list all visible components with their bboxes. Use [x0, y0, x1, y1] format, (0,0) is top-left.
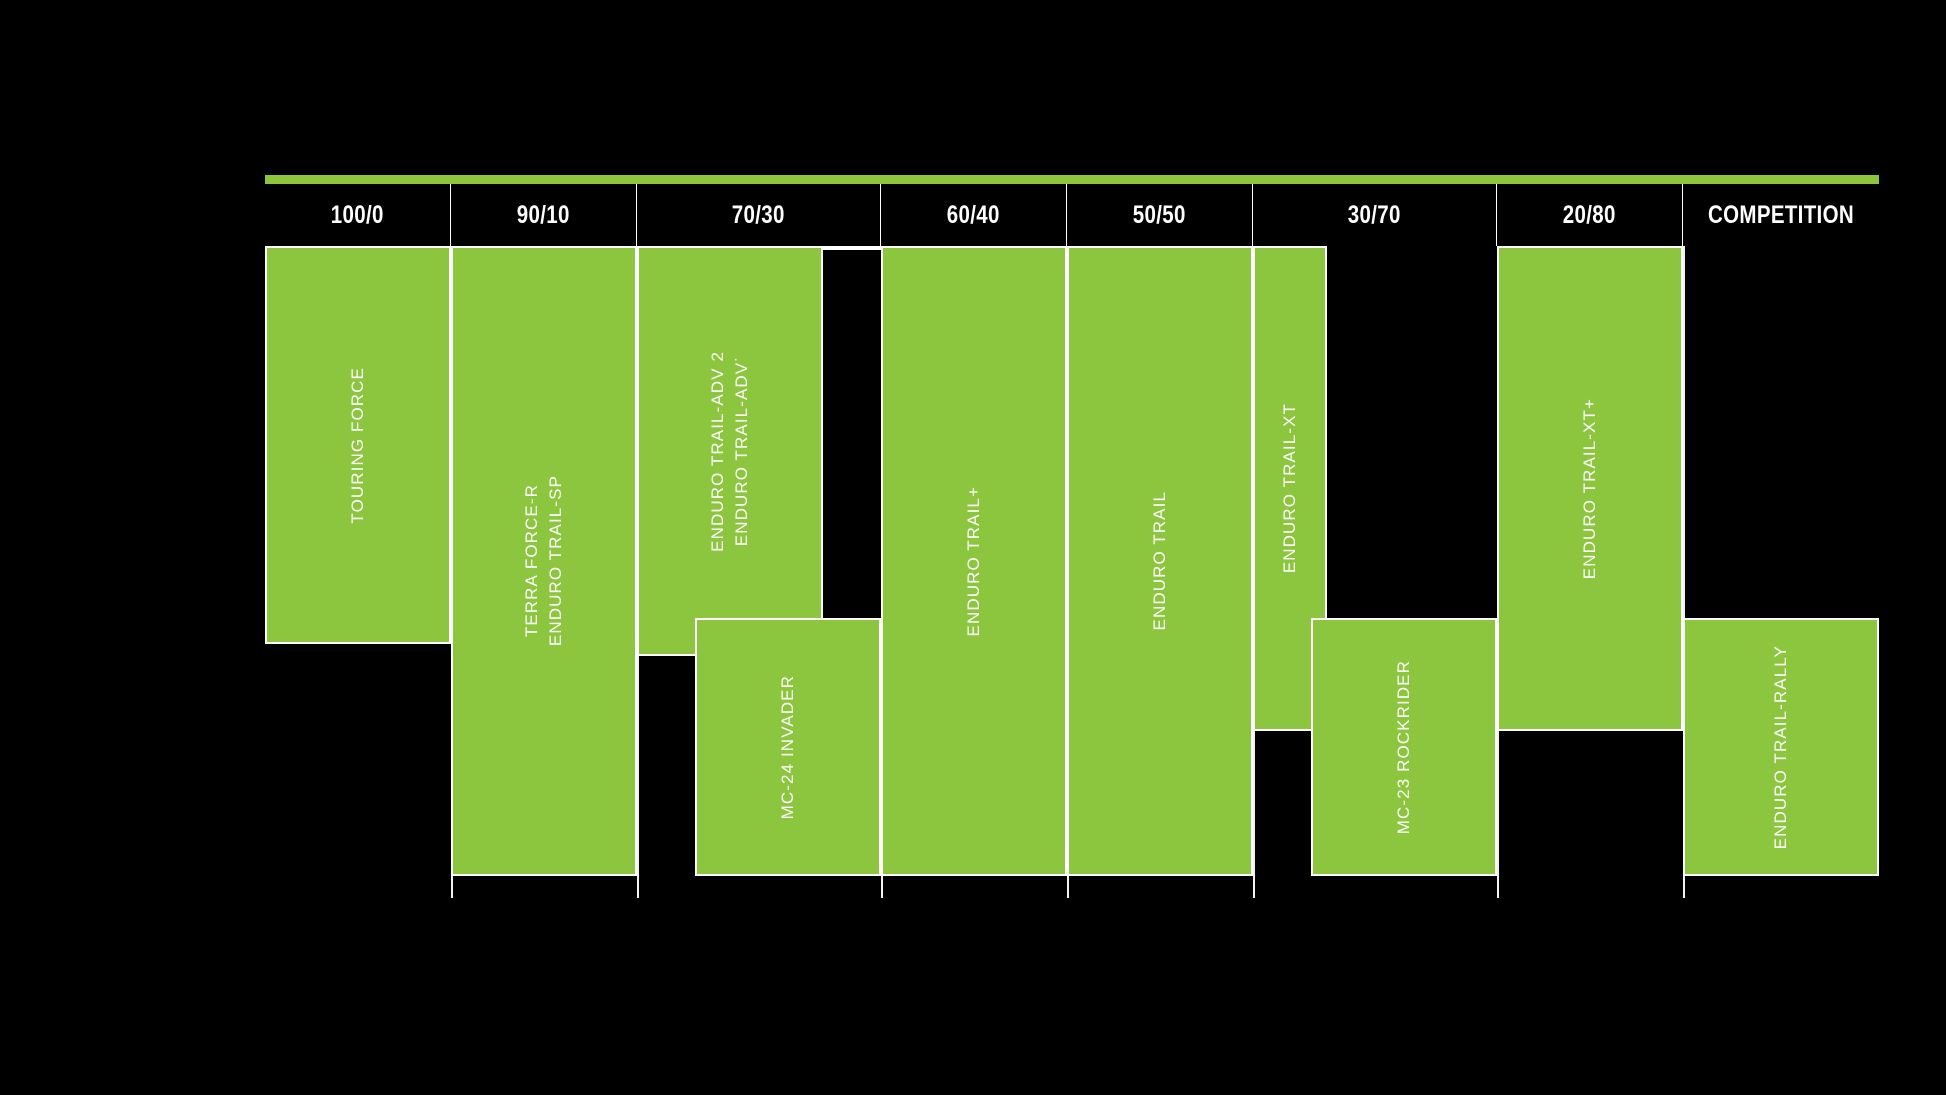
ratio-header-label: 60/40: [947, 200, 1000, 229]
product-name-label: TERRA FORCE-R: [522, 484, 541, 638]
ratio-header-label: 50/50: [1133, 200, 1186, 229]
ratio-header-label: 90/10: [517, 200, 570, 229]
ratio-header-cell-20-80[interactable]: 20/80: [1497, 184, 1683, 246]
product-bar-b3[interactable]: ENDURO TRAIL-ADV 2 ENDURO TRAIL-ADV˙: [637, 246, 823, 656]
product-name-label: ENDURO TRAIL: [1150, 491, 1169, 631]
ratio-header-label: 70/30: [732, 200, 785, 229]
product-label-group: MC-23 ROCKRIDER: [1313, 620, 1495, 874]
product-bar-b1[interactable]: TOURING FORCE: [265, 246, 451, 644]
product-bar-b10[interactable]: ENDURO TRAIL-XT+: [1497, 246, 1683, 731]
product-bar-b2[interactable]: TERRA FORCE-R ENDURO TRAIL-SP: [451, 246, 637, 876]
product-label-group: ENDURO TRAIL-RALLY: [1685, 620, 1877, 874]
product-label-group: TOURING FORCE: [267, 248, 449, 642]
product-name-label: ENDURO TRAIL-ADV˙: [732, 355, 751, 547]
product-name-label: ENDURO TRAIL+: [964, 485, 983, 637]
product-name-label: MC-24 INVADER: [778, 674, 797, 820]
ratio-header-label: 20/80: [1563, 200, 1616, 229]
ratio-header-cell-60-40[interactable]: 60/40: [881, 184, 1067, 246]
product-bar-b5[interactable]: MC-24 INVADER: [695, 618, 881, 876]
ratio-header-cell-50-50[interactable]: 50/50: [1067, 184, 1253, 246]
product-name-label: TOURING FORCE: [348, 366, 367, 524]
ratio-header-cell-100-0[interactable]: 100/0: [265, 184, 451, 246]
product-name-label: ENDURO TRAIL-SP: [546, 475, 565, 647]
product-label-group: ENDURO TRAIL-ADV 2 ENDURO TRAIL-ADV˙: [639, 248, 821, 654]
product-bar-b7[interactable]: ENDURO TRAIL: [1067, 246, 1253, 876]
product-label-group: MC-24 INVADER: [697, 620, 879, 874]
product-label-group: ENDURO TRAIL-XT+: [1499, 248, 1681, 729]
product-name-label: ENDURO TRAIL-XT+: [1580, 397, 1599, 580]
product-label-group: ENDURO TRAIL: [1069, 248, 1251, 874]
product-label-group: TERRA FORCE-R ENDURO TRAIL-SP: [453, 248, 635, 874]
product-bar-b6[interactable]: ENDURO TRAIL+: [881, 246, 1067, 876]
product-bar-b11[interactable]: ENDURO TRAIL-RALLY: [1683, 618, 1879, 876]
product-bar-b9[interactable]: MC-23 ROCKRIDER: [1311, 618, 1497, 876]
ratio-header-cell-30-70[interactable]: 30/70: [1253, 184, 1497, 246]
column-separator-7: [1683, 246, 1685, 898]
chart-plot-area: TOURING FORCE TERRA FORCE-R ENDURO TRAIL-S…: [265, 246, 1879, 898]
product-label-group: ENDURO TRAIL+: [883, 248, 1065, 874]
ratio-header-label: 100/0: [331, 200, 384, 229]
product-name-label: ENDURO TRAIL-XT: [1280, 403, 1299, 574]
ratio-header-cell-70-30[interactable]: 70/30: [637, 184, 881, 246]
ratio-header-cell-competition[interactable]: COMPETITION: [1683, 184, 1879, 246]
ratio-header-label: 30/70: [1348, 200, 1401, 229]
product-bar-b4[interactable]: [823, 246, 881, 250]
product-name-label: ENDURO TRAIL-ADV 2: [708, 350, 727, 552]
ratio-header-row: 100/0 90/10 70/30 60/40 50/50 30/70 20/80 COMPE…: [265, 184, 1879, 246]
ratio-header-cell-90-10[interactable]: 90/10: [451, 184, 637, 246]
top-accent-rule: [265, 175, 1879, 184]
product-name-label: MC-23 ROCKRIDER: [1394, 659, 1413, 835]
product-name-label: ENDURO TRAIL-RALLY: [1771, 644, 1790, 850]
ratio-header-label: COMPETITION: [1708, 200, 1854, 229]
